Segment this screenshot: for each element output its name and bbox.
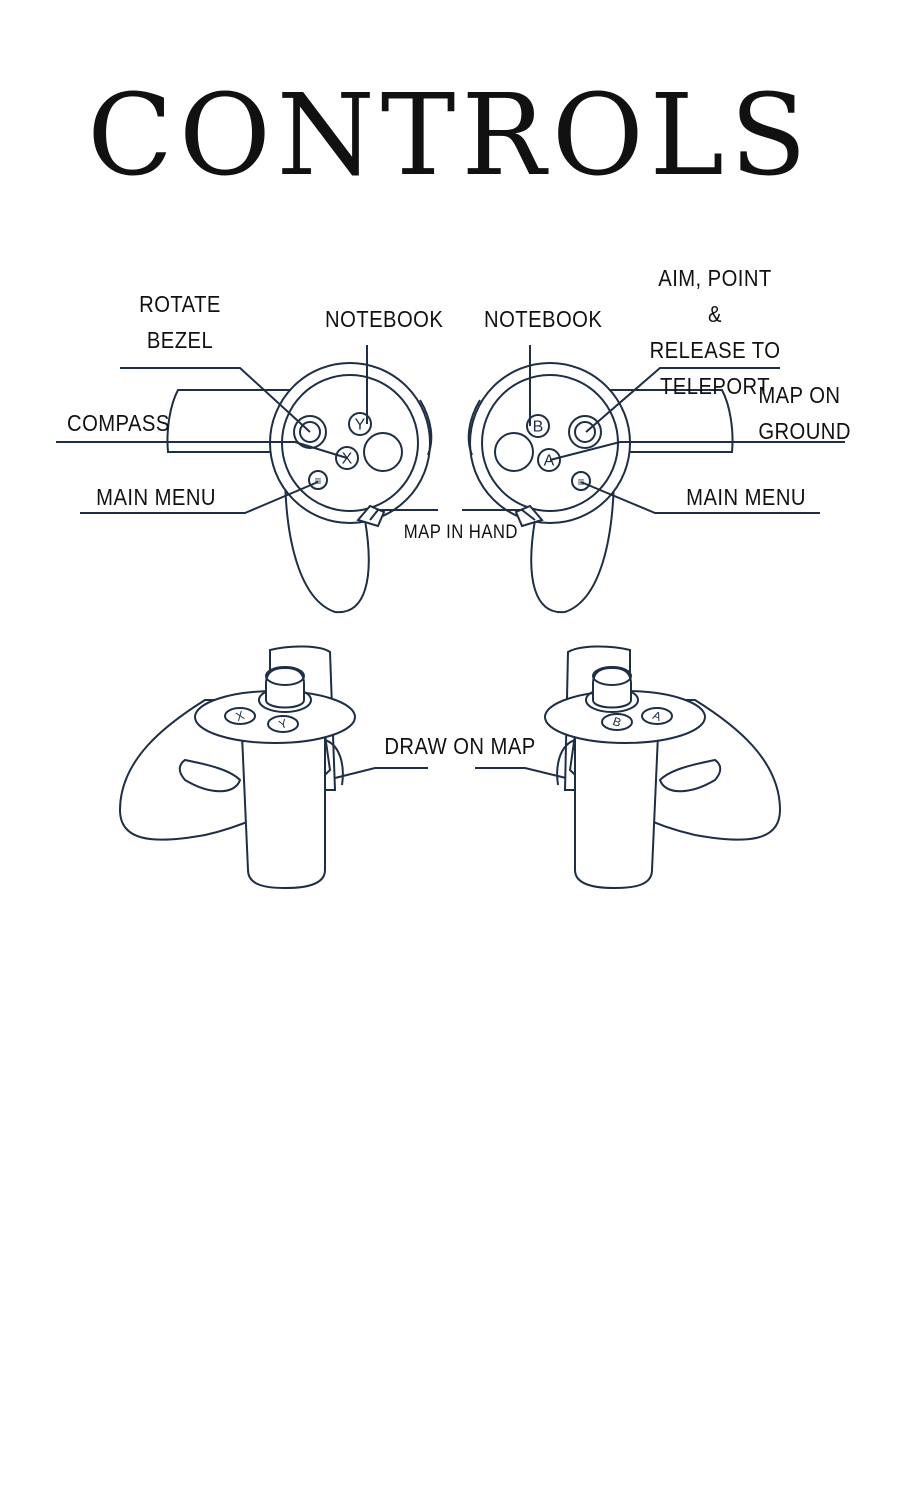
side-a-button xyxy=(641,707,673,725)
label-aim-teleport: AIM, POINT & RELEASE TO TELEPORT xyxy=(649,265,781,399)
label-map-on-ground: MAP ON GROUND xyxy=(758,382,851,444)
side-b-button xyxy=(601,713,633,731)
a-button xyxy=(537,448,561,472)
left-controller-top: X Y ≡ xyxy=(166,362,433,614)
side-y-button xyxy=(267,715,299,733)
x-button xyxy=(335,446,359,470)
right-menu-button xyxy=(571,471,591,491)
leader-lines-side xyxy=(334,767,567,779)
label-main-menu-left: MAIN MENU xyxy=(96,484,216,510)
side-x-button xyxy=(224,707,256,725)
left-controller-side: X Y xyxy=(118,645,356,890)
label-compass: COMPASS xyxy=(67,410,170,436)
left-thumbstick xyxy=(293,415,327,449)
label-main-menu-right: MAIN MENU xyxy=(686,484,806,510)
page-title: CONTROLS xyxy=(87,71,813,201)
y-button xyxy=(348,412,372,436)
right-controller-top: A B ≡ xyxy=(467,362,734,614)
y-button-label: Y xyxy=(355,417,366,434)
b-button xyxy=(526,414,550,438)
right-thumbstick xyxy=(568,415,602,449)
x-button-label: X xyxy=(342,451,353,468)
left-menu-glyph: ≡ xyxy=(314,474,321,488)
label-draw-on-map: DRAW ON MAP xyxy=(384,733,536,759)
a-button-label: A xyxy=(544,453,555,470)
label-notebook-right: NOTEBOOK xyxy=(484,306,603,332)
right-controller-side: B A xyxy=(544,645,782,890)
label-rotate-bezel: ROTATE BEZEL xyxy=(139,291,221,353)
left-menu-button xyxy=(308,470,328,490)
leader-lines-top xyxy=(56,345,845,521)
label-notebook-left: NOTEBOOK xyxy=(325,306,444,332)
b-button-label: B xyxy=(533,419,544,436)
label-map-in-hand: MAP IN HAND xyxy=(403,522,518,543)
